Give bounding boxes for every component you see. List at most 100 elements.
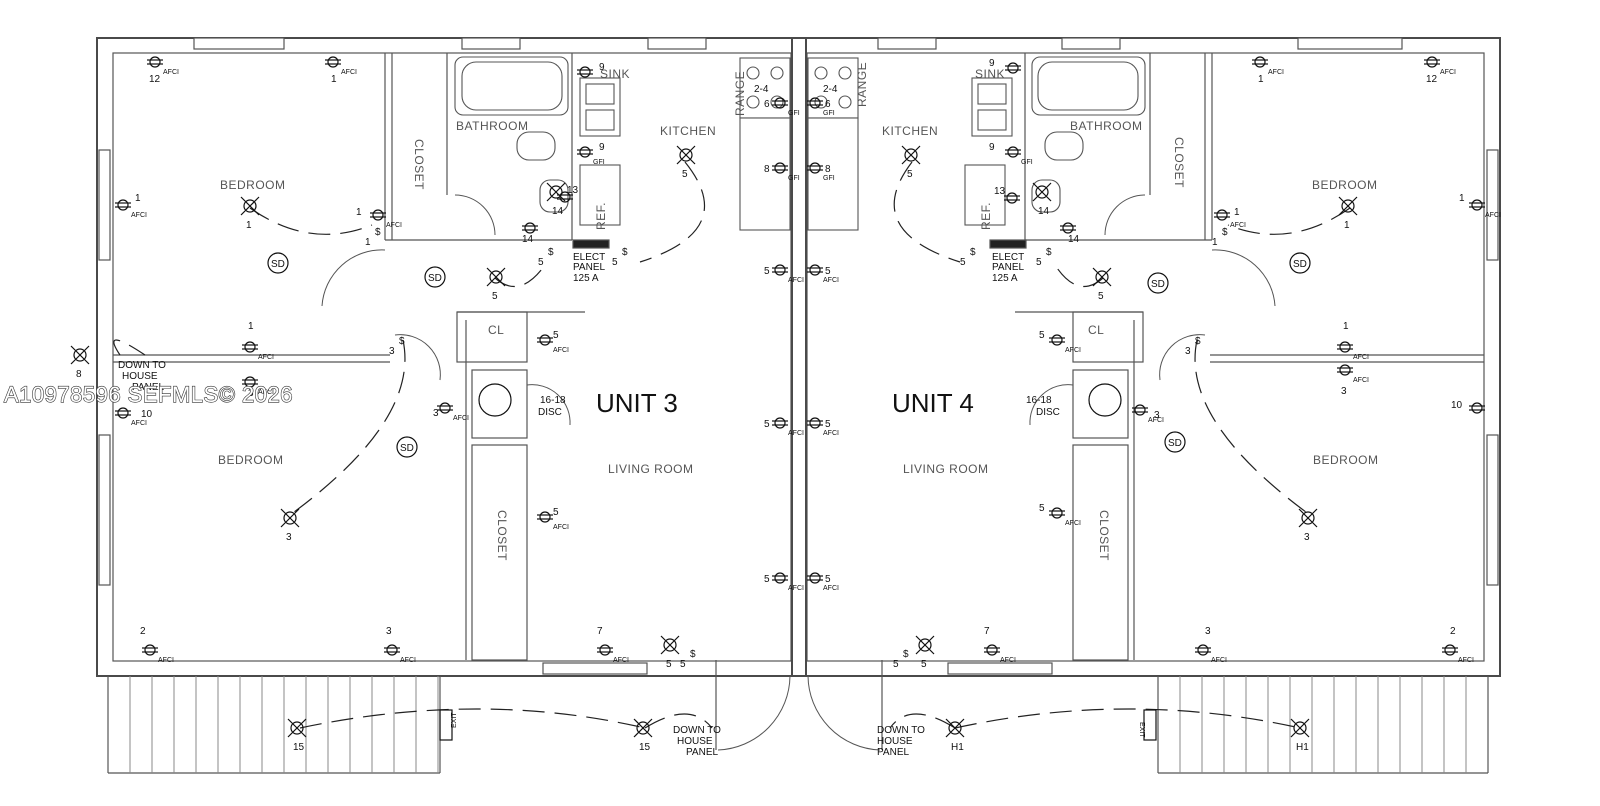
svg-text:AFCI: AFCI xyxy=(1148,417,1164,424)
receptacle-icon: 14 xyxy=(1060,222,1080,245)
svg-text:DISC: DISC xyxy=(538,407,562,418)
svg-text:5: 5 xyxy=(907,169,913,180)
svg-text:SD: SD xyxy=(1168,438,1182,449)
svg-text:5: 5 xyxy=(682,169,688,180)
svg-text:1: 1 xyxy=(356,207,362,218)
svg-text:1: 1 xyxy=(1343,321,1349,332)
switch-icon: $5 xyxy=(680,649,696,670)
receptacle-icon: 9 xyxy=(989,58,1021,74)
svg-text:AFCI: AFCI xyxy=(1353,354,1369,361)
svg-text:AFCI: AFCI xyxy=(823,585,839,592)
svg-text:$: $ xyxy=(690,649,696,660)
room-label-closet: CLOSET xyxy=(1172,137,1186,188)
svg-text:3: 3 xyxy=(389,346,395,357)
room-label-bedroom: BEDROOM xyxy=(218,453,284,467)
switch-icon: $5 xyxy=(893,649,909,670)
svg-text:13: 13 xyxy=(994,186,1006,197)
switch-icon: $5 xyxy=(612,247,628,268)
room-label-bathroom: BATHROOM xyxy=(1070,119,1142,133)
svg-text:5: 5 xyxy=(825,419,831,430)
svg-text:15: 15 xyxy=(639,742,651,753)
svg-text:9: 9 xyxy=(989,58,995,69)
svg-text:1: 1 xyxy=(1234,207,1240,218)
svg-text:12: 12 xyxy=(149,74,161,85)
svg-text:5: 5 xyxy=(492,291,498,302)
svg-text:H1: H1 xyxy=(1296,742,1309,753)
svg-text:5: 5 xyxy=(764,574,770,585)
svg-text:AFCI: AFCI xyxy=(553,524,569,531)
svg-text:10: 10 xyxy=(141,409,153,420)
svg-text:PANEL: PANEL xyxy=(992,262,1024,273)
svg-text:AFCI: AFCI xyxy=(386,222,402,229)
svg-text:ELECT: ELECT xyxy=(573,252,605,263)
svg-text:$: $ xyxy=(1195,336,1201,347)
switch-icon: $3 xyxy=(389,336,405,357)
svg-text:HOUSE: HOUSE xyxy=(877,736,913,747)
door-swings xyxy=(321,194,1276,751)
svg-text:1: 1 xyxy=(1258,74,1264,85)
room-label-bathroom: BATHROOM xyxy=(456,119,528,133)
fixtures xyxy=(454,56,1146,417)
svg-text:AFCI: AFCI xyxy=(613,657,629,664)
svg-text:7: 7 xyxy=(984,626,990,637)
watermark: A10978596 SEFMLS© 2026 xyxy=(4,382,293,407)
svg-text:H1: H1 xyxy=(951,742,964,753)
switch-icon: $5 xyxy=(538,247,554,268)
svg-text:125 A: 125 A xyxy=(992,273,1018,284)
ceiling-light-icon: 14 xyxy=(546,182,566,217)
svg-text:AFCI: AFCI xyxy=(788,277,804,284)
svg-text:2-4: 2-4 xyxy=(823,84,838,95)
svg-text:5: 5 xyxy=(825,574,831,585)
svg-text:PANEL: PANEL xyxy=(132,382,164,393)
svg-text:5: 5 xyxy=(921,659,927,670)
svg-text:AFCI: AFCI xyxy=(131,212,147,219)
ceiling-light-icon: 3 xyxy=(1298,508,1318,543)
svg-text:SD: SD xyxy=(428,273,442,284)
receptacle-icon: 13 xyxy=(994,186,1020,204)
svg-text:AFCI: AFCI xyxy=(1485,212,1501,219)
svg-text:SD: SD xyxy=(400,443,414,454)
svg-text:PANEL: PANEL xyxy=(573,262,605,273)
svg-text:5: 5 xyxy=(764,419,770,430)
svg-text:AFCI: AFCI xyxy=(400,657,416,664)
svg-text:9: 9 xyxy=(599,142,605,153)
ceiling-light-icon: 1 xyxy=(240,196,260,231)
receptacle-icon: 10 xyxy=(1451,400,1485,414)
switch-icon: $5 xyxy=(960,247,976,268)
ceiling-light-icon: 5 xyxy=(676,145,696,180)
svg-text:5: 5 xyxy=(612,257,618,268)
ceiling-light-icon: 1 xyxy=(1338,196,1358,231)
svg-text:14: 14 xyxy=(552,206,564,217)
svg-text:125 A: 125 A xyxy=(573,273,599,284)
svg-text:1: 1 xyxy=(248,321,254,332)
windows xyxy=(98,37,1499,675)
room-label-kitchen: KITCHEN xyxy=(660,124,716,138)
svg-text:3: 3 xyxy=(1341,386,1347,397)
svg-text:8: 8 xyxy=(76,369,82,380)
switch-icon: $5 xyxy=(1036,247,1052,268)
svg-text:13: 13 xyxy=(567,185,579,196)
porch-deck xyxy=(107,660,1489,774)
svg-text:5: 5 xyxy=(893,659,899,670)
svg-text:1: 1 xyxy=(246,220,252,231)
room-label-cl: CL xyxy=(1088,323,1104,337)
svg-text:5: 5 xyxy=(553,507,559,518)
room-label-closet: CLOSET xyxy=(1097,510,1111,561)
svg-text:1: 1 xyxy=(135,193,141,204)
